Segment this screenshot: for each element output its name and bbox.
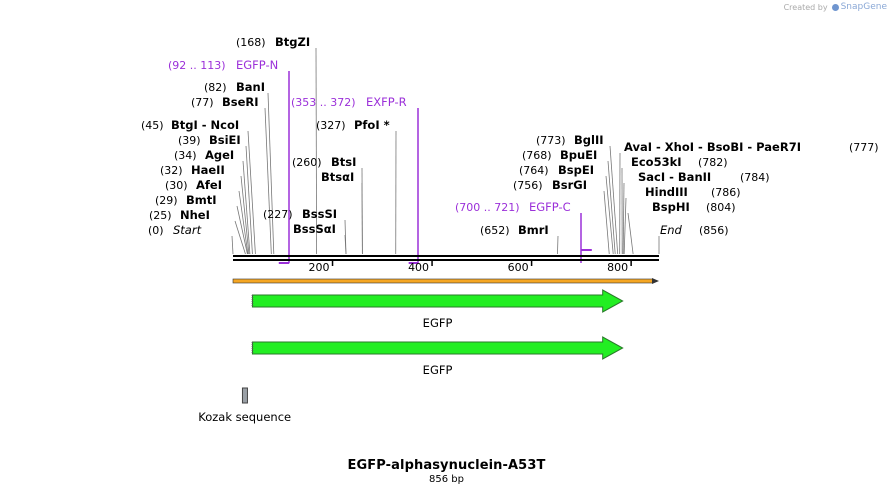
site-label-hindiii: HindIII — [645, 185, 688, 199]
site-position-bspei: (764) — [519, 164, 549, 177]
site-position-bsrgi: (756) — [513, 179, 543, 192]
site-stem-saci-banii — [622, 182, 625, 255]
site-label-pfoi: PfoI * — [354, 118, 390, 132]
site-stem-bspei — [605, 175, 614, 255]
feature-arrow-egfp-2 — [251, 336, 624, 360]
site-label-saci-banii: SacI - BanII — [638, 170, 711, 184]
primer-range-exfp-r: (353 .. 372) — [291, 96, 356, 109]
site-stem-afei — [238, 190, 249, 255]
feature-label-egfp-1: EGFP — [423, 316, 453, 330]
ruler-tick-label-600: 600 — [508, 261, 529, 274]
site-label-bseri: BseRI — [222, 95, 259, 109]
site-label-bmri: BmrI — [518, 223, 549, 237]
site-position-bsiei: (39) — [178, 134, 201, 147]
site-stem-bmri — [557, 235, 559, 255]
site-stem-hindiii — [623, 197, 627, 255]
site-position-avai-xhoi-bsobi-paer7i: (777) — [849, 141, 879, 154]
feature-label-kozak-sequence: Kozak sequence — [198, 410, 291, 424]
orf-arrow-head — [652, 278, 659, 284]
plasmid-size: 856 bp — [429, 474, 464, 485]
site-label-afei: AfeI — [196, 178, 222, 192]
ruler-tick-label-200: 200 — [309, 261, 330, 274]
site-position-nhei: (25) — [149, 209, 172, 222]
site-label-bspei: BspEI — [558, 163, 594, 177]
site-stem-start — [231, 235, 234, 255]
site-stem-bsrgi — [603, 190, 610, 255]
primer-label-egfp-n: EGFP-N — [236, 58, 278, 72]
site-label-btsi: BtsI — [331, 155, 356, 169]
site-stem-bsss-i — [344, 234, 347, 255]
plasmid-name: EGFP-alphasynuclein-A53T — [347, 458, 546, 473]
site-stem-bmti — [236, 205, 248, 255]
site-position-bmri: (652) — [480, 224, 510, 237]
ruler-tick-label-800: 800 — [607, 261, 628, 274]
plasmid-title-block: EGFP-alphasynuclein-A53T 856 bp — [0, 458, 893, 485]
site-stem-bseri — [264, 107, 272, 255]
site-label-bsrgi: BsrGI — [552, 178, 587, 192]
site-position-bseri: (77) — [191, 96, 214, 109]
site-position-haeii: (32) — [160, 164, 183, 177]
site-position-afei: (30) — [165, 179, 188, 192]
site-stem-bpuei — [607, 160, 616, 255]
primer-range-egfp-c: (700 .. 721) — [455, 201, 520, 214]
site-stem-haeii — [240, 175, 250, 255]
site-position-saci-banii: (784) — [740, 171, 770, 184]
site-stem-agei — [242, 160, 251, 255]
site-label-bsphi: BspHI — [652, 200, 690, 214]
site-stem-nhei — [234, 220, 246, 255]
primer-range-egfp-n: (92 .. 113) — [168, 59, 226, 72]
site-label-agei: AgeI — [205, 148, 234, 162]
site-stem-btgzi — [315, 47, 318, 255]
site-position-bpuei: (768) — [522, 149, 552, 162]
orf-bar — [232, 278, 654, 284]
site-label-bsssi: BssSI — [302, 207, 337, 221]
site-label-bpuei: BpuEI — [560, 148, 597, 162]
site-label-eco53ki: Eco53kI — [631, 155, 682, 169]
site-position-bglii: (773) — [536, 134, 566, 147]
site-position-agei: (34) — [174, 149, 197, 162]
site-label-avai-xhoi-bsobi-paer7i: AvaI - XhoI - BsoBI - PaeR7I — [624, 140, 801, 154]
site-stem-bsphi — [627, 212, 634, 255]
site-position-btgzi: (168) — [236, 36, 266, 49]
snapgene-logo-icon — [831, 3, 839, 11]
site-label-bts-i: BtsαI — [321, 170, 354, 184]
site-label-btgzi: BtgZI — [275, 35, 310, 49]
site-position-eco53ki: (782) — [698, 156, 728, 169]
site-position-bani: (82) — [204, 81, 227, 94]
snapgene-watermark: Created by SnapGene — [784, 2, 887, 12]
feature-label-egfp-2: EGFP — [423, 363, 453, 377]
site-label-btgi-ncoi: BtgI - NcoI — [171, 118, 239, 132]
site-label-haeii: HaeII — [191, 163, 225, 177]
feature-box-kozak-sequence — [241, 387, 248, 404]
site-position-bsssi: (227) — [263, 208, 293, 221]
site-label-bsiei: BsiEI — [209, 133, 241, 147]
site-label-bani: BanI — [236, 80, 265, 94]
site-position-end: (856) — [699, 224, 729, 237]
site-label-end: End — [660, 223, 683, 237]
site-position-pfoi: (327) — [316, 119, 346, 132]
site-label-start: Start — [173, 223, 202, 237]
site-position-start: (0) — [148, 224, 164, 237]
site-label-bglii: BglII — [574, 133, 604, 147]
site-position-hindiii: (786) — [711, 186, 741, 199]
primer-label-exfp-r: EXFP-R — [366, 95, 407, 109]
site-stem-bglii — [609, 145, 619, 255]
site-label-bsss-i: BssSαI — [293, 222, 336, 236]
primer-label-egfp-c: EGFP-C — [529, 200, 571, 214]
site-label-nhei: NheI — [180, 208, 210, 222]
site-position-bsphi: (804) — [706, 201, 736, 214]
brand-prefix: Created by — [783, 2, 828, 12]
site-position-btgi-ncoi: (45) — [141, 119, 164, 132]
site-stem-bani — [267, 92, 275, 255]
brand-name: SnapGene — [840, 2, 887, 12]
site-position-btsi: (260) — [292, 156, 322, 169]
site-stem-btgi-ncoi — [247, 130, 256, 255]
feature-arrow-egfp-1 — [251, 289, 624, 313]
ruler-tick-label-400: 400 — [408, 261, 429, 274]
site-label-bmti: BmtI — [186, 193, 217, 207]
site-stem-bsiei — [245, 145, 253, 255]
site-position-bmti: (29) — [155, 194, 178, 207]
